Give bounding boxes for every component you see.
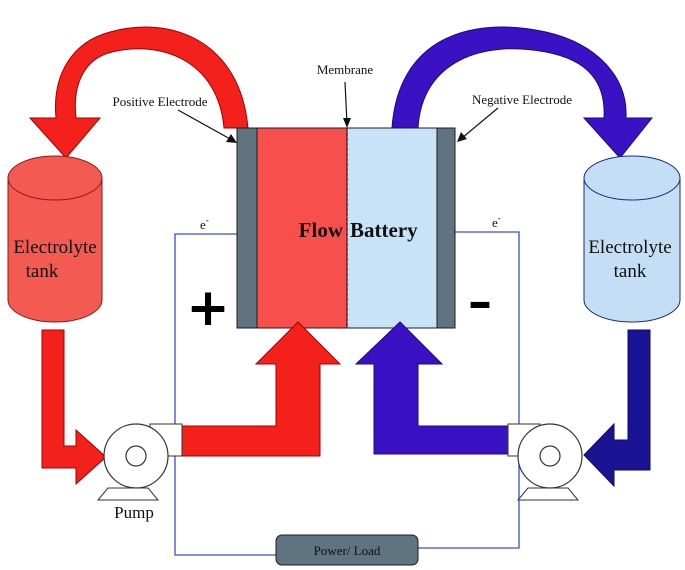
- negative-electrode-label: Negative Electrode: [472, 92, 572, 107]
- title-flow: Flow: [299, 218, 344, 242]
- left-pump-to-cell-arrow: [179, 321, 342, 457]
- title-battery: Battery: [350, 218, 418, 242]
- membrane-pointer-head: [343, 118, 351, 128]
- power-load-label: Power/ Load: [314, 543, 381, 558]
- left-tank-to-pump-arrow: [41, 329, 107, 486]
- pump-label: Pump: [114, 503, 154, 522]
- right-pump-to-cell-arrow: [354, 321, 511, 455]
- positive-electrode-pointer: [177, 109, 233, 141]
- membrane-pointer: [344, 81, 348, 125]
- positive-half-cell: [256, 127, 348, 329]
- left-electrolyte-tank: Electrolyte tank: [7, 155, 103, 323]
- right-tank-label-line1: Electrolyte: [588, 237, 671, 258]
- electron-label-right: e-: [492, 213, 501, 230]
- negative-electrode-pointer: [461, 107, 499, 139]
- right-pump: [507, 423, 583, 501]
- positive-electrode-pointer-head: [226, 134, 237, 143]
- right-tank-label-line2: tank: [614, 261, 647, 282]
- negative-electrode-pointer-head: [457, 132, 467, 142]
- right-wire: [418, 231, 520, 549]
- top-right-curved-arrow: [391, 26, 654, 159]
- electron-label-left: e-: [200, 215, 209, 232]
- plus-sign: +: [186, 278, 230, 338]
- left-tank-label-line2: tank: [26, 261, 59, 282]
- right-tank-to-pump-arrow: [583, 329, 651, 488]
- positive-electrode-label: Positive Electrode: [113, 94, 208, 109]
- top-left-curved-arrow: [28, 26, 249, 159]
- membrane-label: Membrane: [317, 62, 374, 77]
- minus-sign: –: [468, 274, 492, 330]
- positive-electrode: [236, 127, 258, 329]
- left-pump: [96, 423, 183, 501]
- left-tank-label-line1: Electrolyte: [13, 237, 96, 258]
- negative-electrode: [436, 127, 456, 329]
- right-electrolyte-tank: Electrolyte tank: [583, 155, 681, 323]
- left-wire: [174, 233, 276, 556]
- power-load-box: [275, 534, 419, 566]
